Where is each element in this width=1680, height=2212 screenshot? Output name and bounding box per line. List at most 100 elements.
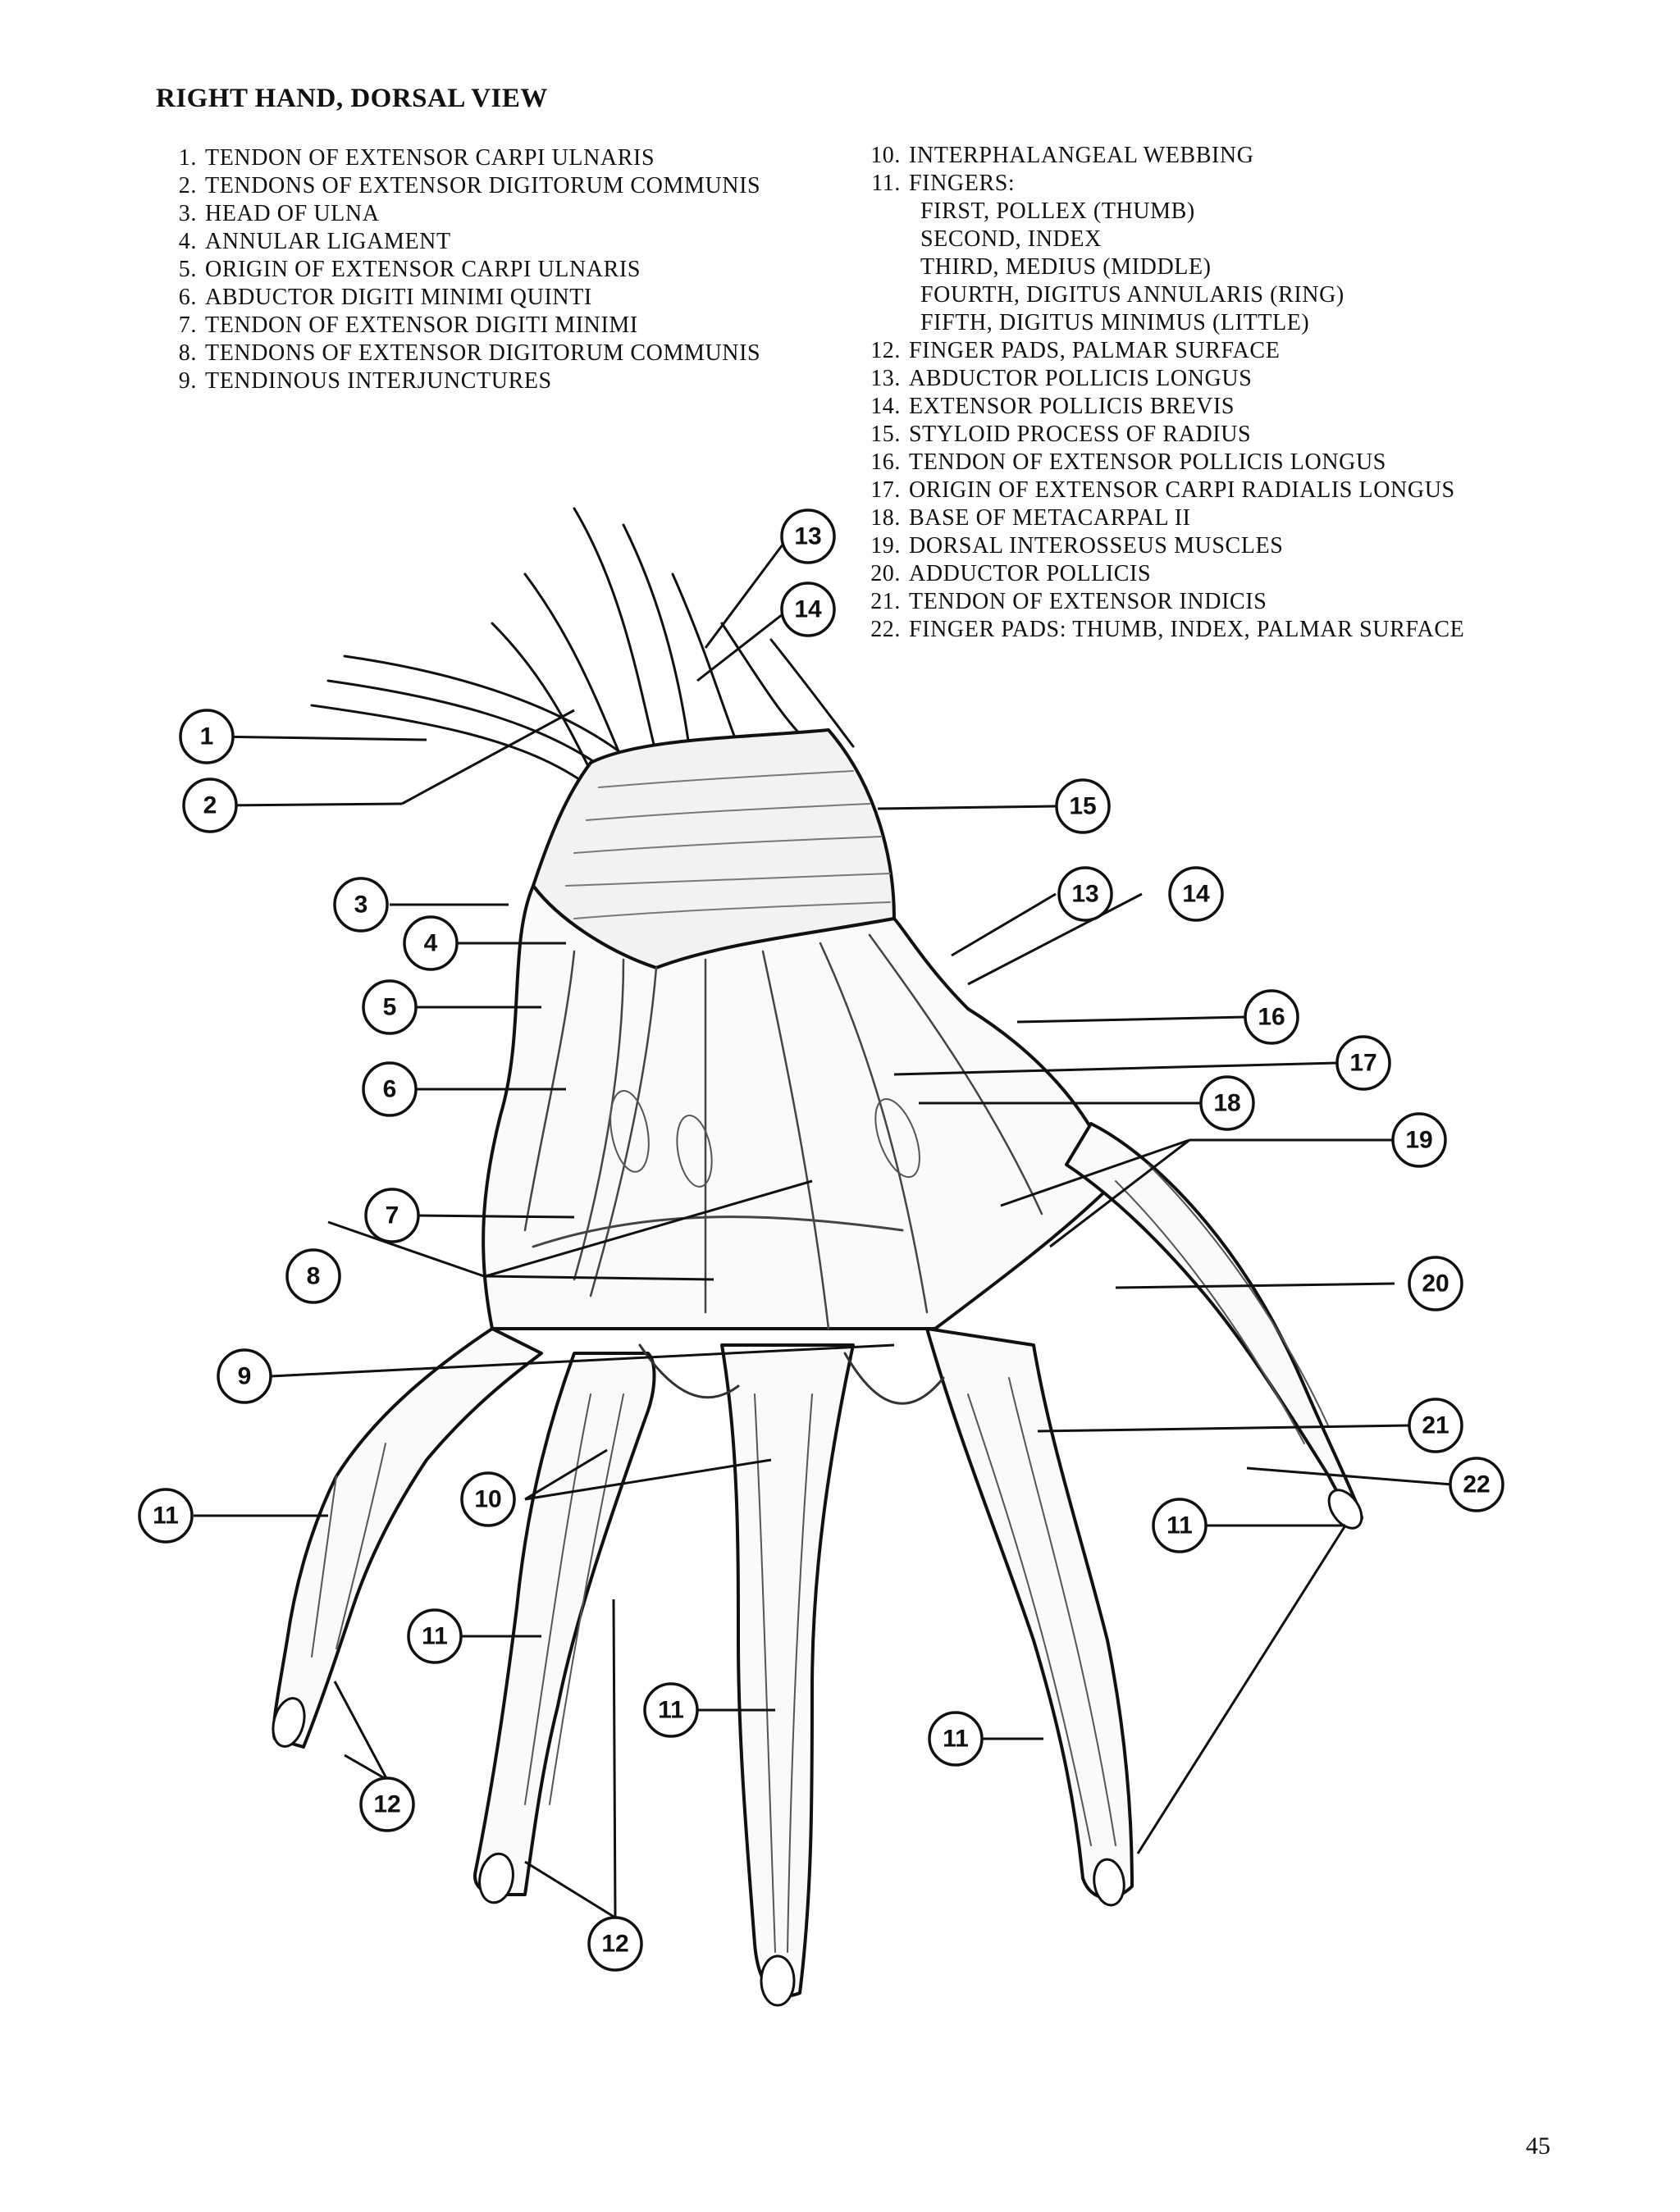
callout-label: 14 <box>1182 881 1210 908</box>
finger-thumb <box>1065 1122 1363 1521</box>
legend-text: ORIGIN OF EXTENSOR CARPI ULNARIS <box>205 257 641 282</box>
legend-item: 14.EXTENSOR POLLICIS BREVIS <box>860 393 1464 421</box>
legend-number: 5. <box>178 257 197 282</box>
legend-text: TENDINOUS INTERJUNCTURES <box>205 368 552 394</box>
callout-label: 3 <box>354 892 368 919</box>
callout-label: 13 <box>794 523 821 550</box>
callout-label: 16 <box>1258 1004 1285 1031</box>
page-number: 45 <box>1526 2132 1550 2160</box>
callout-2: 2 <box>182 778 238 833</box>
legend-number: 1. <box>178 145 197 171</box>
legend-item: 20.ADDUCTOR POLLICIS <box>860 560 1464 588</box>
callout-label: 19 <box>1405 1127 1432 1154</box>
legend-text: FINGERS: <box>909 171 1016 196</box>
legend-text: ABDUCTOR DIGITI MINIMI QUINTI <box>205 285 592 310</box>
legend-text: ANNULAR LIGAMENT <box>205 229 451 254</box>
legend-number: 20. <box>870 561 901 586</box>
callout-label: 9 <box>238 1363 252 1390</box>
callout-label: 13 <box>1071 881 1098 908</box>
callout-16: 16 <box>1244 989 1299 1045</box>
legend-item: 12.FINGER PADS, PALMAR SURFACE <box>860 337 1464 365</box>
legend-text: STYLOID PROCESS OF RADIUS <box>909 422 1252 447</box>
legend-text: TENDON OF EXTENSOR POLLICIS LONGUS <box>909 449 1386 475</box>
callout-label: 14 <box>794 596 822 623</box>
legend-item: 7.TENDON OF EXTENSOR DIGITI MINIMI <box>156 312 760 340</box>
legend-number: 21. <box>870 589 901 614</box>
callout-label: 2 <box>203 792 217 819</box>
legend-item: FOURTH, DIGITUS ANNULARIS (RING) <box>860 281 1464 309</box>
callout-5: 5 <box>362 979 418 1035</box>
callout-8: 8 <box>285 1248 341 1304</box>
callout-11-little: 11 <box>138 1488 194 1544</box>
callout-17: 17 <box>1335 1035 1391 1091</box>
legend-item: FIFTH, DIGITUS MINIMUS (LITTLE) <box>860 309 1464 337</box>
callout-13-lower: 13 <box>1057 866 1113 922</box>
callout-1: 1 <box>179 709 235 764</box>
callout-label: 11 <box>1166 1512 1193 1539</box>
callout-label: 20 <box>1422 1270 1449 1298</box>
legend-number: 13. <box>870 366 901 391</box>
legend-number: 11. <box>871 171 901 196</box>
callout-label: 8 <box>307 1263 321 1290</box>
callout-label: 7 <box>386 1202 399 1229</box>
legend-item: 1. TENDON OF EXTENSOR CARPI ULNARIS <box>156 144 760 172</box>
page-title: RIGHT HAND, DORSAL VIEW <box>156 84 548 113</box>
callout-10: 10 <box>460 1471 516 1527</box>
legend-item: 22.FINGER PADS: THUMB, INDEX, PALMAR SUR… <box>860 616 1464 644</box>
legend-text: HEAD OF ULNA <box>205 201 380 226</box>
finger-middle <box>720 1343 855 1998</box>
legend-text: THIRD, MEDIUS (MIDDLE) <box>920 254 1212 280</box>
legend-item: 21.TENDON OF EXTENSOR INDICIS <box>860 588 1464 616</box>
legend-item: THIRD, MEDIUS (MIDDLE) <box>860 253 1464 281</box>
callout-3: 3 <box>333 877 389 933</box>
legend-number: 14. <box>870 394 901 419</box>
callout-21: 21 <box>1408 1398 1463 1453</box>
callout-label: 18 <box>1213 1090 1240 1117</box>
legend-number: 17. <box>870 477 901 503</box>
finger-index <box>925 1327 1134 1900</box>
callout-15: 15 <box>1055 778 1111 834</box>
legend-item: 9. TENDINOUS INTERJUNCTURES <box>156 367 760 395</box>
legend-item: 5. ORIGIN OF EXTENSOR CARPI ULNARIS <box>156 256 760 284</box>
callout-11-index: 11 <box>928 1711 984 1767</box>
legend-text: FIFTH, DIGITUS MINIMUS (LITTLE) <box>920 310 1310 335</box>
legend-text: TENDONS OF EXTENSOR DIGITORUM COMMUNIS <box>205 340 761 366</box>
callout-13-upper: 13 <box>780 509 836 564</box>
callout-label: 11 <box>658 1697 684 1724</box>
callout-label: 21 <box>1422 1412 1449 1439</box>
callout-18: 18 <box>1199 1075 1255 1131</box>
legend-text: INTERPHALANGEAL WEBBING <box>909 143 1254 168</box>
callout-14-upper: 14 <box>780 582 836 637</box>
interphalangeal-webbing <box>638 1343 945 1405</box>
callout-label: 11 <box>943 1726 969 1753</box>
legend-text: TENDON OF EXTENSOR CARPI ULNARIS <box>205 145 655 171</box>
legend-text: ORIGIN OF EXTENSOR CARPI RADIALIS LONGUS <box>909 477 1455 503</box>
callout-label: 15 <box>1069 793 1096 820</box>
legend-number: 8. <box>178 340 197 366</box>
leader-lines <box>194 534 1453 1919</box>
legend-item: 19.DORSAL INTEROSSEUS MUSCLES <box>860 532 1464 560</box>
legend-number: 4. <box>178 229 197 254</box>
legend-item: 3.HEAD OF ULNA <box>156 200 760 228</box>
legend-number: 16. <box>870 449 901 475</box>
legend-text: DORSAL INTEROSSEUS MUSCLES <box>909 533 1284 559</box>
legend-number: 15. <box>870 422 901 447</box>
legend-text: ABDUCTOR POLLICIS LONGUS <box>909 366 1253 391</box>
callout-label: 10 <box>474 1486 501 1513</box>
callout-label: 6 <box>383 1076 397 1103</box>
forearm-tendons <box>310 507 855 789</box>
legend-number: 10. <box>870 143 901 168</box>
legend-item: 16. TENDON OF EXTENSOR POLLICIS LONGUS <box>860 449 1464 477</box>
callout-label: 11 <box>153 1503 179 1530</box>
callout-11-thumb: 11 <box>1152 1498 1208 1553</box>
legend-text: FOURTH, DIGITUS ANNULARIS (RING) <box>920 282 1344 308</box>
legend-item: 11. FINGERS: <box>860 170 1464 198</box>
legend-text: TENDON OF EXTENSOR DIGITI MINIMI <box>205 312 638 338</box>
legend-item: 6.ABDUCTOR DIGITI MINIMI QUINTI <box>156 284 760 312</box>
legend-number: 9. <box>178 368 197 394</box>
legend-number: 12. <box>870 338 901 363</box>
callout-label: 22 <box>1463 1471 1490 1498</box>
